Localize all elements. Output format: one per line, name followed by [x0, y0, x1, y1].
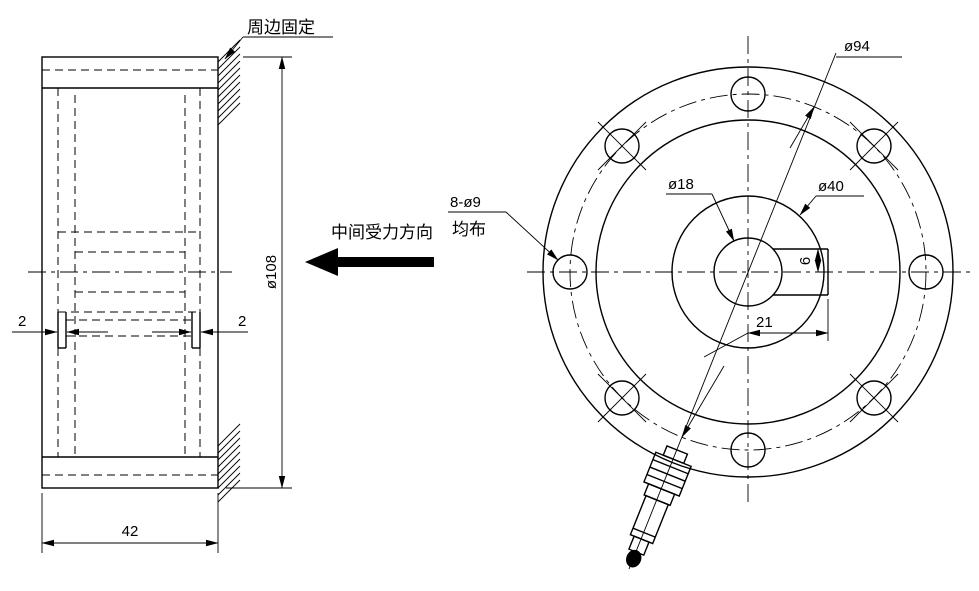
force-direction-label: 中间受力方向 — [331, 223, 433, 242]
dim-slot-6: 6 — [797, 257, 814, 265]
dim-diameter-108: ø108 — [263, 255, 280, 289]
fixed-periphery-label: 周边固定 — [247, 18, 315, 37]
notch-right — [191, 312, 201, 349]
side-view — [28, 39, 241, 503]
diagonal-axis-line — [628, 52, 837, 570]
bolt-hole — [604, 128, 640, 164]
bolt-hole — [730, 76, 766, 112]
bolt-hole — [730, 432, 766, 468]
front-view-dimensions: ø94 ø18 ø40 8-ø9 均布 6 21 — [448, 38, 902, 438]
notch-left — [57, 312, 67, 349]
cable-tip — [626, 549, 642, 568]
cable-connector — [626, 445, 693, 568]
hidden-lines — [42, 69, 218, 476]
bolt-hole — [908, 254, 944, 290]
hatch-bottom — [217, 423, 241, 503]
front-view — [527, 36, 971, 570]
dim-slot-21: 21 — [756, 314, 773, 331]
bolt-holes — [552, 76, 944, 468]
bolt-hole — [604, 380, 640, 416]
dim-notch-right-2: 2 — [238, 313, 246, 330]
force-direction: 中间受力方向 — [305, 223, 434, 276]
dim-hub-40: ø40 — [818, 178, 844, 195]
bolt-hole — [856, 128, 892, 164]
force-direction-arrow — [305, 248, 434, 276]
dim-width-42: 42 — [122, 523, 139, 540]
dim-bolt-circle-94: ø94 — [844, 38, 870, 55]
hatch-top — [217, 39, 241, 126]
side-view-outline — [41, 56, 219, 489]
dim-center-hole-18: ø18 — [668, 176, 694, 193]
hole-cross-marks — [597, 121, 899, 423]
dim-notch-left-2: 2 — [18, 313, 26, 330]
bolt-hole — [856, 380, 892, 416]
bolt-hole — [552, 254, 588, 290]
side-view-dimensions: 周边固定 ø108 42 2 2 — [12, 18, 333, 553]
evenly-distributed-label: 均布 — [452, 220, 486, 239]
bolt-holes-label: 8-ø9 — [450, 194, 481, 211]
